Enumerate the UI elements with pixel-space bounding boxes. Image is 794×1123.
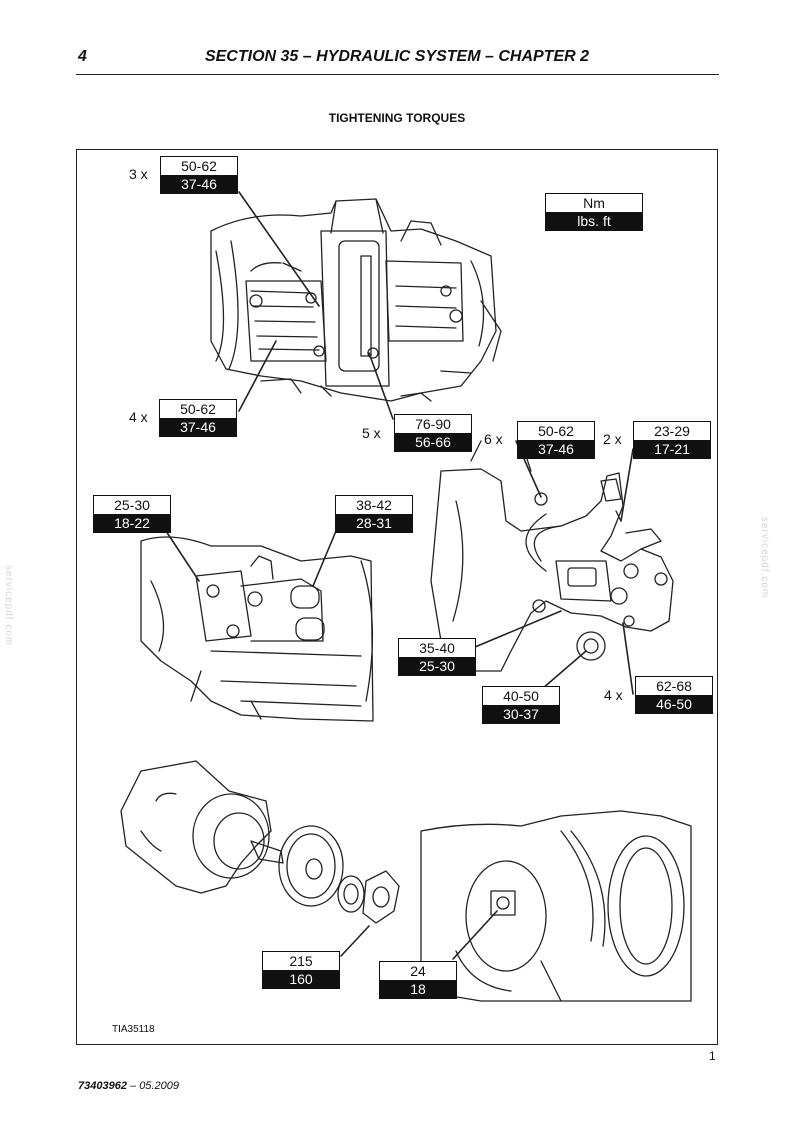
torque-multiplier: 3 x (129, 166, 148, 182)
section-title: SECTION 35 – HYDRAULIC SYSTEM – CHAPTER … (204, 48, 590, 65)
torque-label: 40-50 30-37 (482, 686, 560, 724)
doc-date: – 05.2009 (130, 1080, 179, 1092)
watermark-right: servicepdf.com (759, 517, 770, 599)
bottom-left-gear-drawing (120, 760, 400, 924)
page-number: 4 (78, 48, 87, 65)
torque-nm: 25-30 (114, 497, 150, 513)
torque-label: 35-40 25-30 (398, 638, 476, 676)
bottom-right-housing-drawing (420, 810, 692, 1002)
torque-nm: 215 (289, 953, 313, 969)
legend-nm: Nm (583, 195, 605, 211)
torque-nm: 35-40 (419, 640, 455, 656)
torque-multiplier: 2 x (603, 431, 622, 447)
torque-nm: 50-62 (181, 158, 217, 174)
torque-label: 62-68 46-50 (635, 676, 713, 714)
torque-nm: 24 (410, 963, 426, 979)
torque-nm: 50-62 (538, 423, 574, 439)
torque-label: 38-42 28-31 (335, 495, 413, 533)
units-legend: Nm lbs. ft (545, 193, 643, 231)
mid-left-valve-drawing (140, 536, 374, 722)
torque-lbs: 17-21 (634, 440, 710, 458)
torque-nm: 62-68 (656, 678, 692, 694)
torque-nm: 38-42 (356, 497, 392, 513)
torque-lbs: 46-50 (636, 695, 712, 713)
torque-lbs: 30-37 (483, 705, 559, 723)
torque-label: 50-62 37-46 (160, 156, 238, 194)
torque-lbs: 37-46 (160, 418, 236, 436)
doc-number: 73403962 (78, 1080, 127, 1092)
torque-multiplier: 4 x (604, 687, 623, 703)
page-subtitle: TIGHTENING TORQUES (328, 111, 466, 125)
page-footer: 73403962 – 05.2009 (78, 1080, 179, 1092)
torque-lbs: 28-31 (336, 514, 412, 532)
torque-lbs: 18 (380, 980, 456, 998)
torque-lbs: 18-22 (94, 514, 170, 532)
torque-label: 50-62 37-46 (517, 421, 595, 459)
torque-nm: 23-29 (654, 423, 690, 439)
torque-lbs: 25-30 (399, 657, 475, 675)
torque-lbs: 160 (263, 970, 339, 988)
figure-frame: Nm lbs. ft 3 x 50-62 37-46 4 x 50-62 37-… (76, 149, 718, 1045)
torque-label: 24 18 (379, 961, 457, 999)
torque-label: 23-29 17-21 (633, 421, 711, 459)
torque-multiplier: 6 x (484, 431, 503, 447)
torque-nm: 50-62 (180, 401, 216, 417)
torque-lbs: 56-66 (395, 433, 471, 451)
torque-nm: 40-50 (503, 688, 539, 704)
torque-label: 76-90 56-66 (394, 414, 472, 452)
figure-id: TIA35118 (112, 1024, 155, 1035)
torque-multiplier: 5 x (362, 425, 381, 441)
legend-lbs: lbs. ft (546, 212, 642, 230)
torque-label: 215 160 (262, 951, 340, 989)
torque-lbs: 37-46 (518, 440, 594, 458)
mid-right-pump-drawing (430, 440, 674, 672)
torque-lbs: 37-46 (161, 175, 237, 193)
torque-label: 25-30 18-22 (93, 495, 171, 533)
figure-number: 1 (709, 1049, 716, 1063)
leader-lines (165, 191, 634, 960)
figure-illustration (120, 191, 692, 1002)
torque-nm: 76-90 (415, 416, 451, 432)
torque-multiplier: 4 x (129, 409, 148, 425)
header-rule (76, 74, 719, 75)
top-pump-assembly-drawing (210, 198, 502, 402)
torque-label: 50-62 37-46 (159, 399, 237, 437)
watermark-left: servicepdf.com (3, 565, 14, 647)
